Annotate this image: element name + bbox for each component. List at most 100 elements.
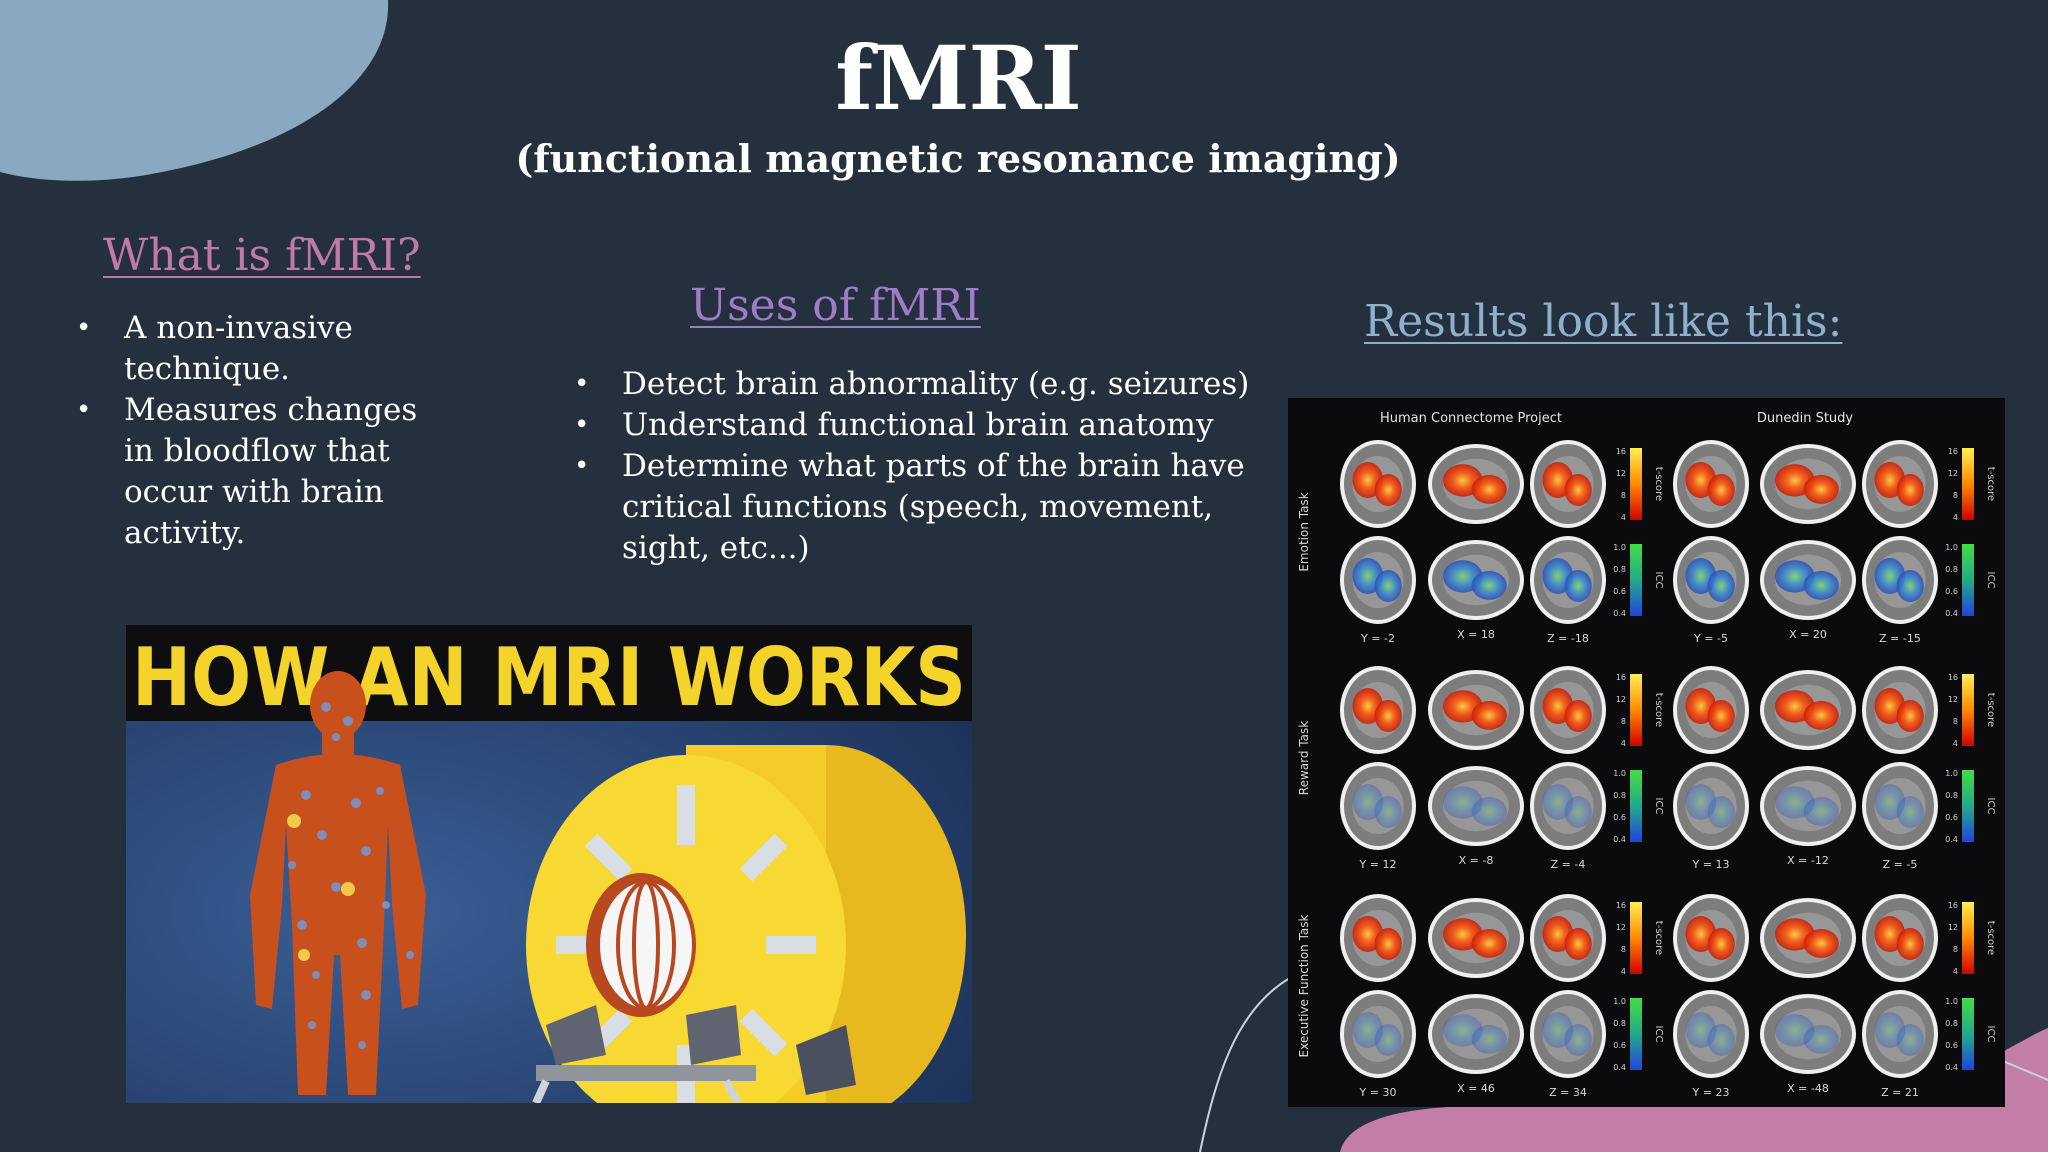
colorbar [1630,998,1642,1070]
activation-blob [1471,797,1507,826]
colorbar-tick: 1.0 [1945,997,1958,1006]
activation-blob [1564,928,1592,960]
mri-illustration: HOW AN MRI WORKS [126,625,972,1103]
activation-blob [1564,700,1592,732]
activation-blob [1471,701,1507,730]
activation-blob [1374,928,1402,960]
colorbar [1962,902,1974,974]
list-item: Determine what parts of the brain have c… [574,446,1274,569]
slice-coordinate: X = -12 [1787,854,1829,867]
colorbar-tick: 0.8 [1613,791,1626,800]
colorbar-label: ICC [1985,572,1996,589]
colorbar-tick: 0.4 [1613,835,1626,844]
colorbar [1962,998,1974,1070]
colorbar-label: ICC [1985,1026,1996,1043]
colorbar-tick: 4 [1621,967,1626,976]
activation-blob [1803,1025,1839,1054]
slice-coordinate: X = 20 [1789,628,1827,641]
colorbar-tick: 1.0 [1945,543,1958,552]
row-label: Executive Function Task [1297,914,1311,1057]
activation-blob [1803,475,1839,504]
activation-blob [1471,929,1507,958]
slice-coordinate: Y = 13 [1692,858,1730,871]
colorbar-tick: 12 [1616,923,1626,932]
colorbar-tick: 8 [1621,945,1626,954]
slice-coordinate: Z = 21 [1881,1086,1919,1099]
slice-coordinate: Y = 12 [1359,858,1397,871]
colorbar-tick: 8 [1953,717,1958,726]
colorbar-tick: 12 [1948,695,1958,704]
slice-coordinate: X = -48 [1787,1082,1829,1095]
activation-blob [1471,1025,1507,1054]
colorbar-label: t-score [1653,467,1664,501]
colorbar-tick: 0.6 [1945,587,1958,596]
colorbar-tick: 8 [1953,491,1958,500]
mri-banner-text: HOW AN MRI WORKS [132,631,966,724]
colorbar-tick: 8 [1621,491,1626,500]
activation-blob [1374,1024,1402,1056]
colorbar-tick: 8 [1621,717,1626,726]
colorbar-tick: 0.4 [1613,1063,1626,1072]
activation-blob [1896,570,1924,602]
activation-blob [1803,929,1839,958]
activation-blob [1564,570,1592,602]
colorbar-tick: 4 [1953,967,1958,976]
activation-blob [1707,700,1735,732]
colorbar-tick: 0.4 [1945,1063,1958,1072]
uses-of-fmri-heading: Uses of fMRI [690,280,981,331]
colorbar [1962,674,1974,746]
colorbar [1630,770,1642,842]
colorbar-tick: 0.8 [1945,1019,1958,1028]
colorbar-label: t-score [1653,921,1664,955]
colorbar-tick: 16 [1948,447,1958,456]
colorbar-tick: 0.4 [1945,609,1958,618]
activation-blob [1896,474,1924,506]
colorbar-tick: 0.6 [1613,1041,1626,1050]
colorbar-label: ICC [1653,798,1664,815]
colorbar-tick: 1.0 [1613,769,1626,778]
uses-of-fmri-list: Detect brain abnormality (e.g. seizures)… [574,364,1274,569]
results-heading: Results look like this: [1364,296,1843,347]
colorbar-tick: 0.6 [1613,587,1626,596]
activation-blob [1803,571,1839,600]
activation-blob [1374,570,1402,602]
colorbar-tick: 12 [1616,695,1626,704]
slice-coordinate: X = 18 [1457,628,1495,641]
row-label: Emotion Task [1297,492,1311,571]
activation-blob [1896,928,1924,960]
colorbar-tick: 1.0 [1945,769,1958,778]
slice-coordinate: Z = -4 [1551,858,1586,871]
colorbar-tick: 1.0 [1613,997,1626,1006]
decorative-blob-top-left [0,0,389,181]
colorbar-tick: 16 [1616,673,1626,682]
mri-scanner [526,745,966,1103]
colorbar-tick: 0.6 [1945,813,1958,822]
colorbar-label: ICC [1653,572,1664,589]
colorbar [1630,448,1642,520]
activation-blob [1896,1024,1924,1056]
brain-results-figure: Human Connectome Project Dunedin Study E… [1288,398,2005,1107]
colorbar-tick: 0.6 [1945,1041,1958,1050]
colorbar-tick: 16 [1616,901,1626,910]
colorbar [1630,674,1642,746]
colorbar-tick: 12 [1616,469,1626,478]
colorbar-tick: 16 [1948,901,1958,910]
slice-coordinate: Z = -15 [1879,632,1921,645]
colorbar [1962,770,1974,842]
colorbar-tick: 16 [1616,447,1626,456]
list-item: Detect brain abnormality (e.g. seizures) [574,364,1274,405]
list-item: A non-invasive technique. [76,308,456,390]
colorbar-tick: 12 [1948,923,1958,932]
slice-coordinate: Y = -5 [1693,632,1728,645]
colorbar-tick: 4 [1621,739,1626,748]
column-title-hcp: Human Connectome Project [1380,411,1562,426]
activation-blob [1564,1024,1592,1056]
activation-blob [1896,700,1924,732]
colorbar-label: t-score [1985,921,1996,955]
colorbar-tick: 0.8 [1613,1019,1626,1028]
colorbar-tick: 0.8 [1945,791,1958,800]
colorbar-tick: 1.0 [1613,543,1626,552]
colorbar-tick: 8 [1953,945,1958,954]
activation-blob [1374,474,1402,506]
activation-blob [1803,797,1839,826]
